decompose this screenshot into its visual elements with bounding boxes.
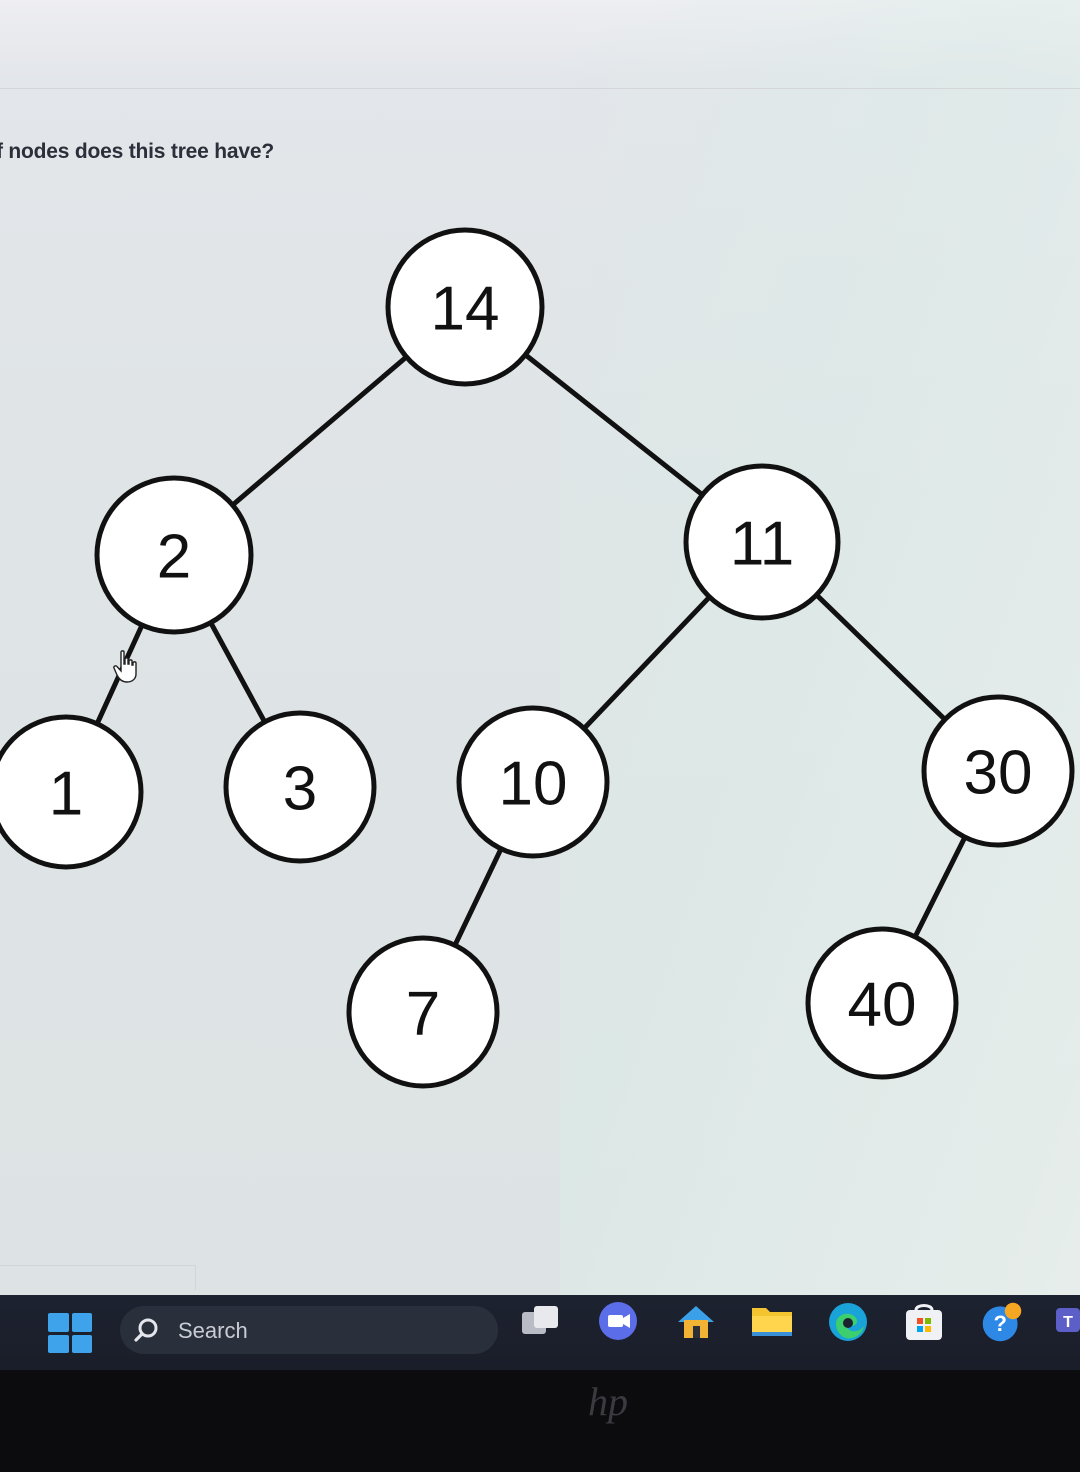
task-view-icon[interactable] <box>518 1300 562 1344</box>
taskbar-search-box[interactable]: Search <box>120 1306 498 1354</box>
tree-node-circle <box>921 694 1075 848</box>
teams-icon[interactable]: T <box>1052 1300 1080 1344</box>
tree-node-label: 1 <box>49 760 83 829</box>
tree-node-3: 3 <box>223 710 377 864</box>
tree-node-7: 7 <box>346 935 500 1089</box>
tree-edges <box>95 353 967 946</box>
tree-node-label: 2 <box>157 523 191 592</box>
tree-node-circle <box>456 705 610 859</box>
tree-node-circle <box>683 463 841 621</box>
tree-edge-30-40 <box>913 836 967 938</box>
tree-node-circle <box>94 475 254 635</box>
tree-node-circle <box>805 926 959 1080</box>
tree-node-label: 11 <box>730 510 794 579</box>
tree-edge-11-30 <box>815 593 946 721</box>
file-explorer-icon[interactable] <box>750 1300 794 1344</box>
windows-start-icon[interactable] <box>48 1313 92 1353</box>
monitor-bezel: hp <box>0 1370 1080 1472</box>
tree-node-11: 11 <box>683 463 841 621</box>
chat-icon[interactable] <box>596 1300 640 1344</box>
tree-node-40: 40 <box>805 926 959 1080</box>
tree-node-label: 7 <box>406 980 440 1049</box>
tree-node-circle <box>346 935 500 1089</box>
tree-node-2: 2 <box>94 475 254 635</box>
help-icon[interactable]: ? <box>980 1300 1024 1344</box>
header-divider <box>0 88 1080 89</box>
tree-node-1: 1 <box>0 714 144 870</box>
hand-cursor-icon <box>113 650 137 683</box>
question-text: f nodes does this tree have? <box>0 140 274 163</box>
tree-node-14: 14 <box>385 227 545 387</box>
tree-node-circle <box>385 227 545 387</box>
svg-text:T: T <box>1063 1314 1073 1331</box>
tree-edge-10-7 <box>453 848 503 946</box>
tree-node-label: 10 <box>499 750 568 819</box>
tree-node-label: 30 <box>964 739 1033 808</box>
tree-edge-14-11 <box>524 353 704 497</box>
tree-edge-14-2 <box>231 355 408 507</box>
tree-edge-2-3 <box>209 621 267 723</box>
tree-node-circle <box>0 714 144 870</box>
tree-node-10: 10 <box>456 705 610 859</box>
answer-input-edge[interactable] <box>0 1265 196 1290</box>
svg-text:?: ? <box>993 1311 1006 1336</box>
search-label: Search <box>178 1318 248 1343</box>
search-icon <box>134 1318 158 1342</box>
tree-edge-11-10 <box>582 595 711 730</box>
hp-logo: hp <box>588 1379 628 1424</box>
tree-node-label: 40 <box>848 971 917 1040</box>
tree-node-label: 14 <box>431 275 500 344</box>
store-icon[interactable] <box>902 1300 946 1344</box>
home-icon[interactable] <box>674 1300 718 1344</box>
tree-node-30: 30 <box>921 694 1075 848</box>
tree-node-circle <box>223 710 377 864</box>
edge-icon[interactable] <box>826 1300 870 1344</box>
tree-node-label: 3 <box>283 755 317 824</box>
